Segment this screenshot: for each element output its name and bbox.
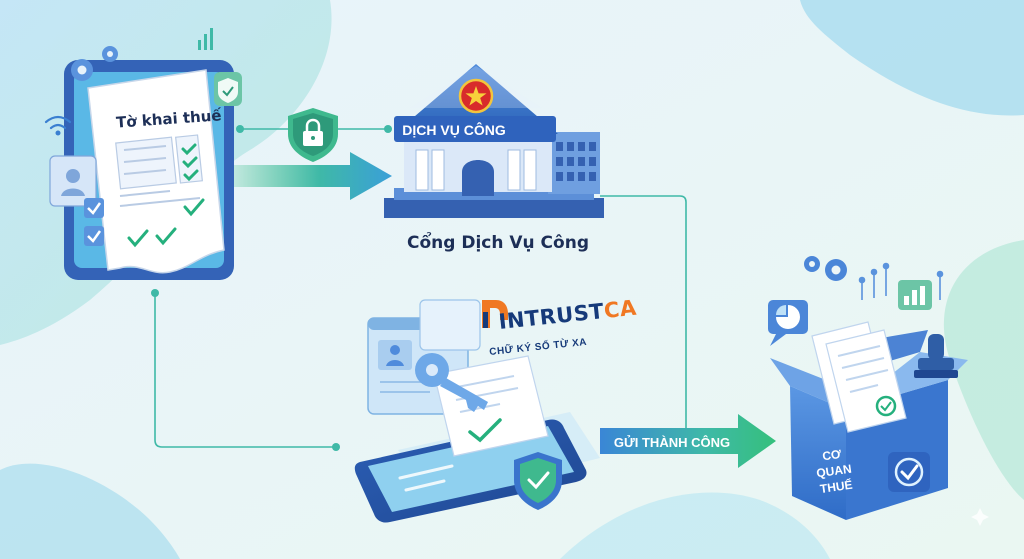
checkbox-icon (888, 452, 930, 492)
wifi-icon (44, 115, 72, 130)
connector-line (600, 195, 687, 430)
gear-icon (804, 256, 847, 281)
key-icon (415, 353, 488, 412)
building-icon (384, 64, 604, 218)
smartphone-icon (354, 419, 587, 523)
submit-arrow-shape (600, 414, 776, 468)
brand-logo-icon (482, 300, 508, 328)
pie-chart-icon (768, 300, 808, 346)
document-stack-icon (811, 321, 907, 433)
bar-chart-icon (898, 280, 932, 310)
portal-roof-label: DỊCH VỤ CÔNG (402, 122, 506, 138)
government-emblem-icon (458, 78, 494, 114)
tax-form-illustration (44, 28, 242, 280)
submit-arrow-label: GỬI THÀNH CÔNG (613, 435, 731, 450)
connector-line (154, 293, 336, 448)
padlock-shield-icon (288, 108, 338, 162)
flow-arrow (230, 152, 392, 200)
stamp-icon (914, 334, 958, 378)
signing-illustration (354, 299, 600, 523)
checkbox-icon (84, 198, 104, 246)
tax-authority-label: CƠ QUAN THUẾ (815, 446, 854, 497)
shield-check-icon (214, 72, 242, 106)
gear-icon (71, 46, 118, 81)
document-icon (433, 355, 549, 457)
bar-chart-icon (198, 28, 213, 50)
portal-caption: Cổng Dịch Vụ Công (407, 233, 589, 253)
shield-check-icon (514, 452, 562, 510)
brand-suffix: CA (602, 295, 638, 323)
